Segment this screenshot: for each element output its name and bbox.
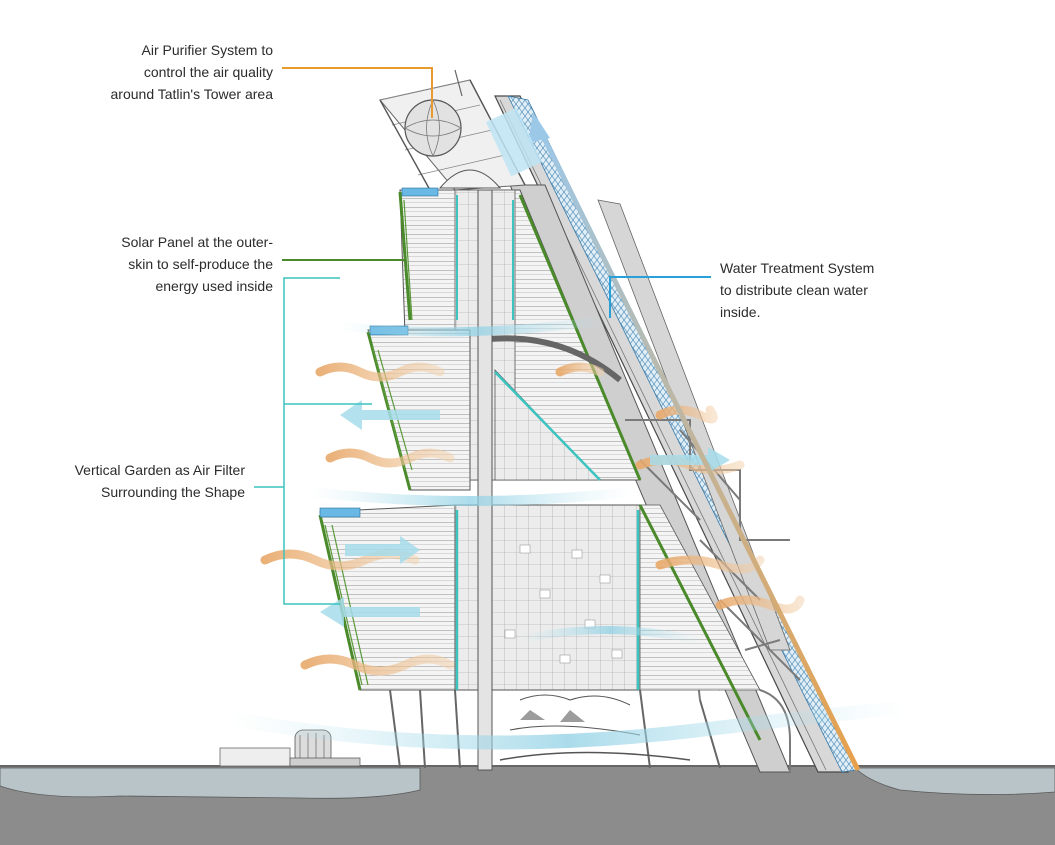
air-purifier-frame bbox=[379, 69, 526, 191]
warm-air-flows bbox=[260, 362, 805, 676]
air-direction-arrows bbox=[320, 400, 730, 627]
label-air-purifier: Air Purifier System to control the air q… bbox=[110, 42, 273, 102]
leader-air-purifier bbox=[282, 67, 433, 118]
label-vertical-garden: Vertical Garden as Air Filter Surroundin… bbox=[74, 462, 245, 500]
water-flow-arrow bbox=[485, 107, 861, 772]
leader-vertical-garden bbox=[254, 277, 372, 605]
clean-air-flows bbox=[223, 315, 916, 750]
leader-water-treatment bbox=[609, 276, 711, 318]
ground-and-water bbox=[0, 765, 1055, 845]
lower-block bbox=[318, 504, 762, 741]
label-water-treatment: Water Treatment System to distribute cle… bbox=[720, 260, 875, 320]
ground-pavilion bbox=[219, 729, 361, 767]
label-solar-panel: Solar Panel at the outer- skin to self-p… bbox=[121, 234, 273, 294]
